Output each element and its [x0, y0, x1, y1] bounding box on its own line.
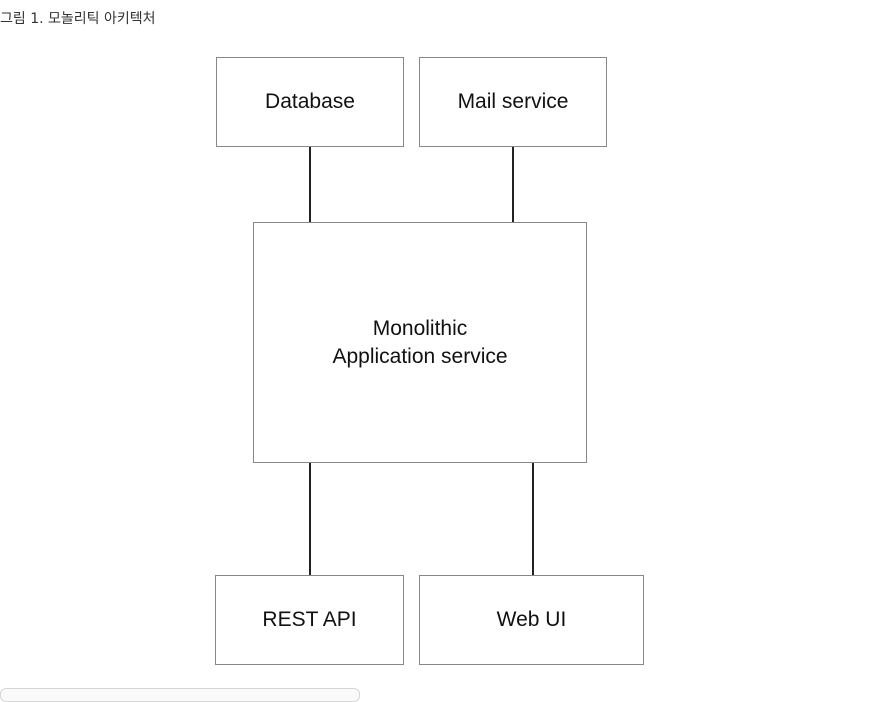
node-label: Mail service: [457, 90, 569, 114]
node-database: Database: [216, 57, 404, 147]
edge-monolith-rest-api: [309, 462, 311, 575]
edge-mail-service-monolith: [512, 147, 514, 222]
node-label: Monolithic Application service: [332, 317, 508, 368]
node-label: REST API: [262, 608, 357, 632]
node-rest-api: REST API: [215, 575, 404, 665]
truncated-panel-edge: [0, 688, 360, 702]
node-label: Web UI: [496, 608, 567, 632]
node-web-ui: Web UI: [419, 575, 644, 665]
node-monolithic-application-service: Monolithic Application service: [253, 222, 587, 463]
node-label: Database: [265, 90, 355, 114]
node-mail-service: Mail service: [419, 57, 607, 147]
edge-monolith-web-ui: [532, 462, 534, 575]
edge-database-monolith: [309, 147, 311, 222]
figure-caption: 그림 1. 모놀리틱 아키텍처: [0, 11, 156, 27]
